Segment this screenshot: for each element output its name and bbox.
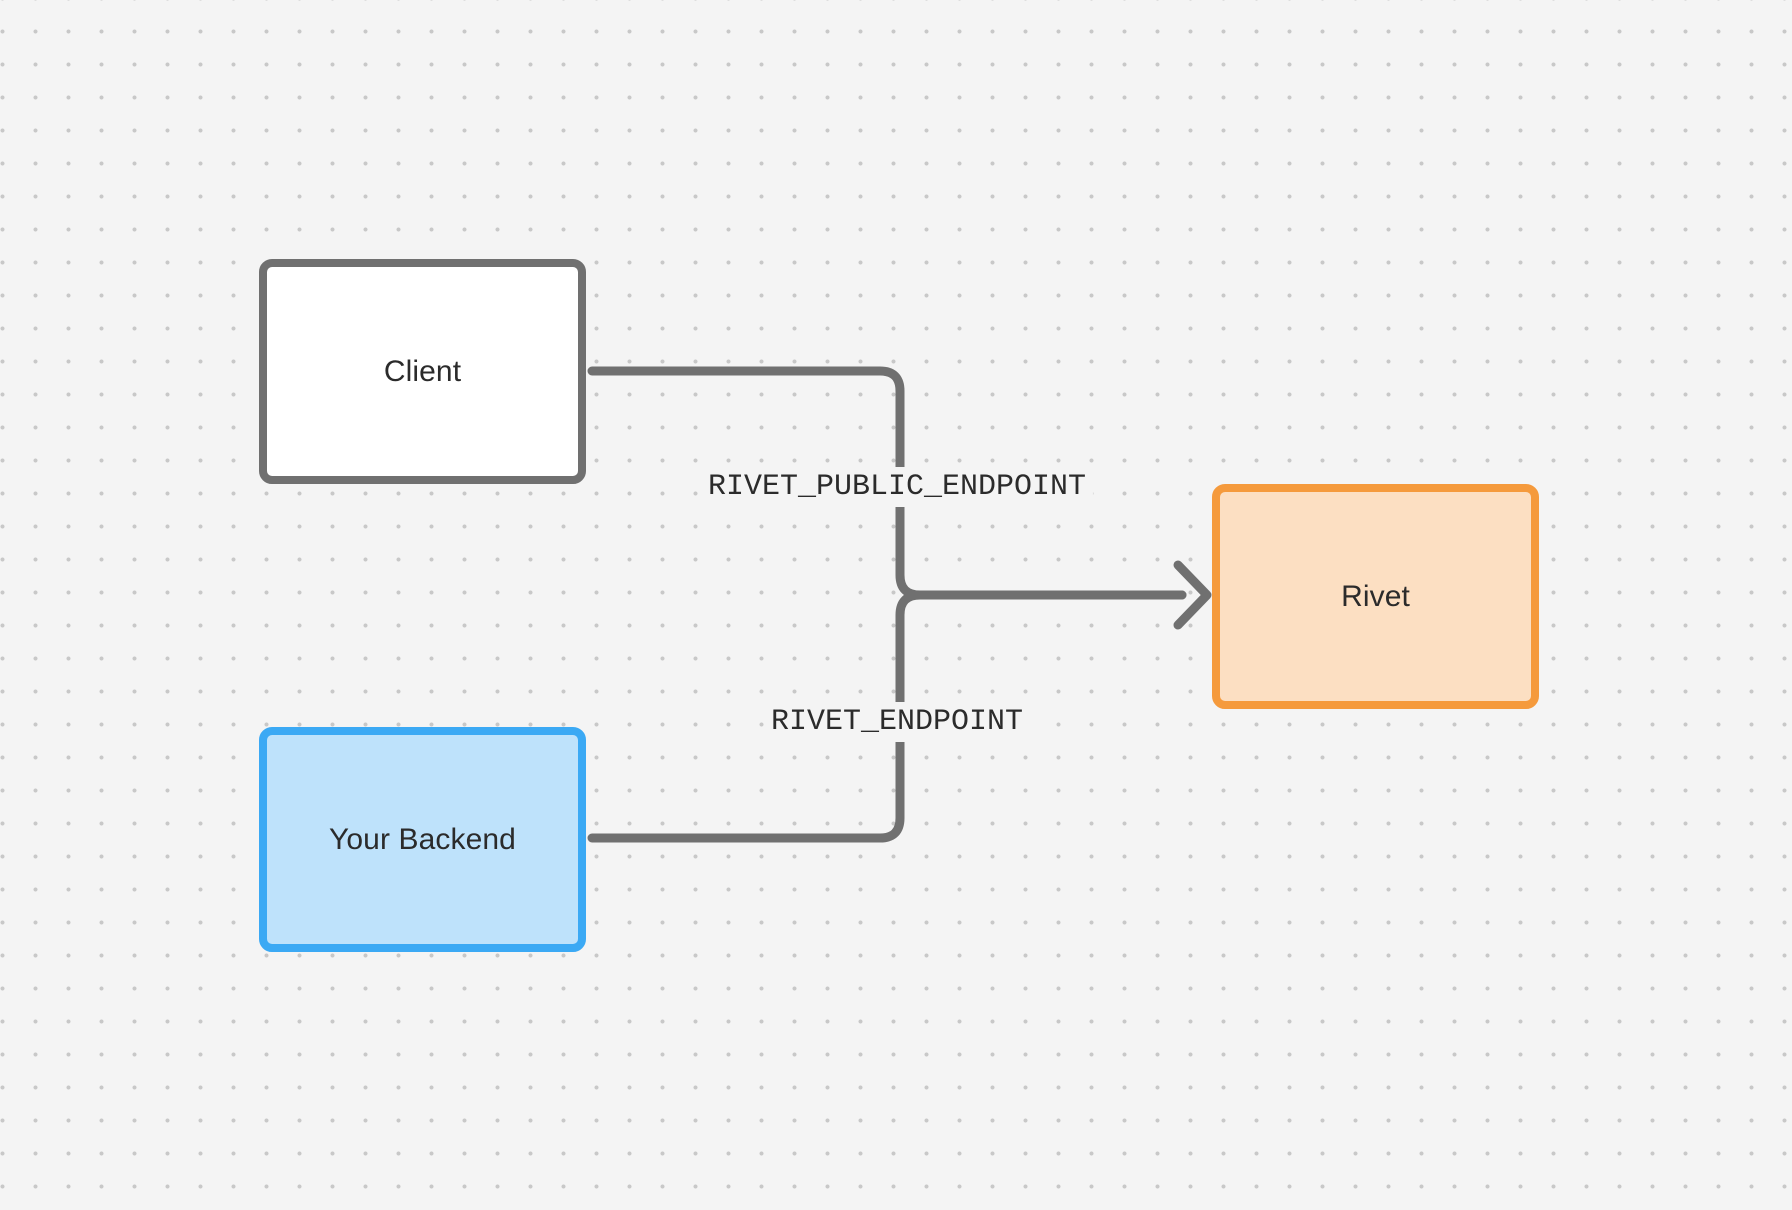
edge-label-rivet-endpoint: RIVET_ENDPOINT [763,702,1031,742]
node-client[interactable]: Client [259,259,586,484]
edge-label-rivet-public-endpoint: RIVET_PUBLIC_ENDPOINT [700,467,1094,507]
node-rivet-label: Rivet [1341,579,1410,613]
node-client-label: Client [383,354,462,388]
node-your-backend-label: Your Backend [329,822,516,856]
node-your-backend[interactable]: Your Backend [259,727,586,952]
node-rivet[interactable]: Rivet [1212,484,1539,709]
arrowhead-icon [1173,560,1212,630]
